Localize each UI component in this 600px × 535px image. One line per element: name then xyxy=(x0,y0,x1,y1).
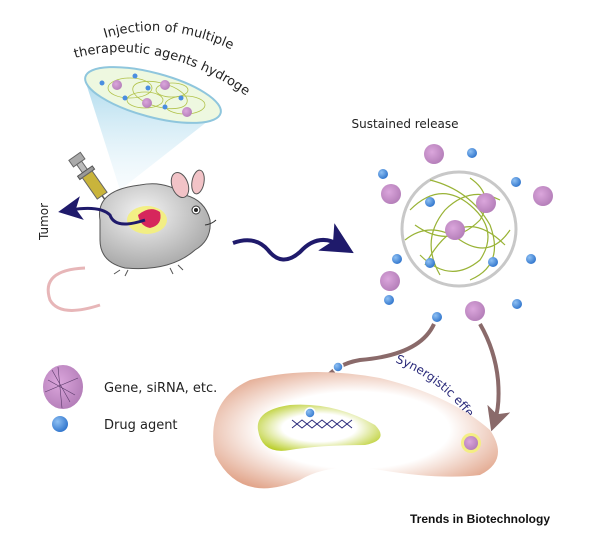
syringe-icon xyxy=(68,151,111,208)
legend-drug-label: Drug agent xyxy=(104,418,178,433)
released-particles xyxy=(378,144,553,322)
sustained-release-label: Sustained release xyxy=(351,117,458,131)
drug-agent-transit xyxy=(332,361,344,373)
dna-icon xyxy=(291,419,353,429)
gene-delivery-arrow xyxy=(478,323,511,432)
journal-credit: Trends in Biotechnology xyxy=(410,512,550,526)
mouse-illustration xyxy=(46,169,217,312)
drug-agent-icon xyxy=(52,416,68,432)
gene-particle-icon xyxy=(43,365,83,409)
process-arrow xyxy=(232,223,354,262)
hydrogel-cone xyxy=(84,66,222,190)
nucleus xyxy=(257,404,381,451)
tumor-arrow xyxy=(58,196,146,226)
target-cell xyxy=(213,371,498,489)
legend: Gene, siRNA, etc. Drug agent xyxy=(43,365,217,433)
legend-gene-label: Gene, siRNA, etc. xyxy=(104,381,217,396)
tumor-label: Tumor xyxy=(37,203,51,241)
hydrogel-sphere xyxy=(400,170,518,288)
